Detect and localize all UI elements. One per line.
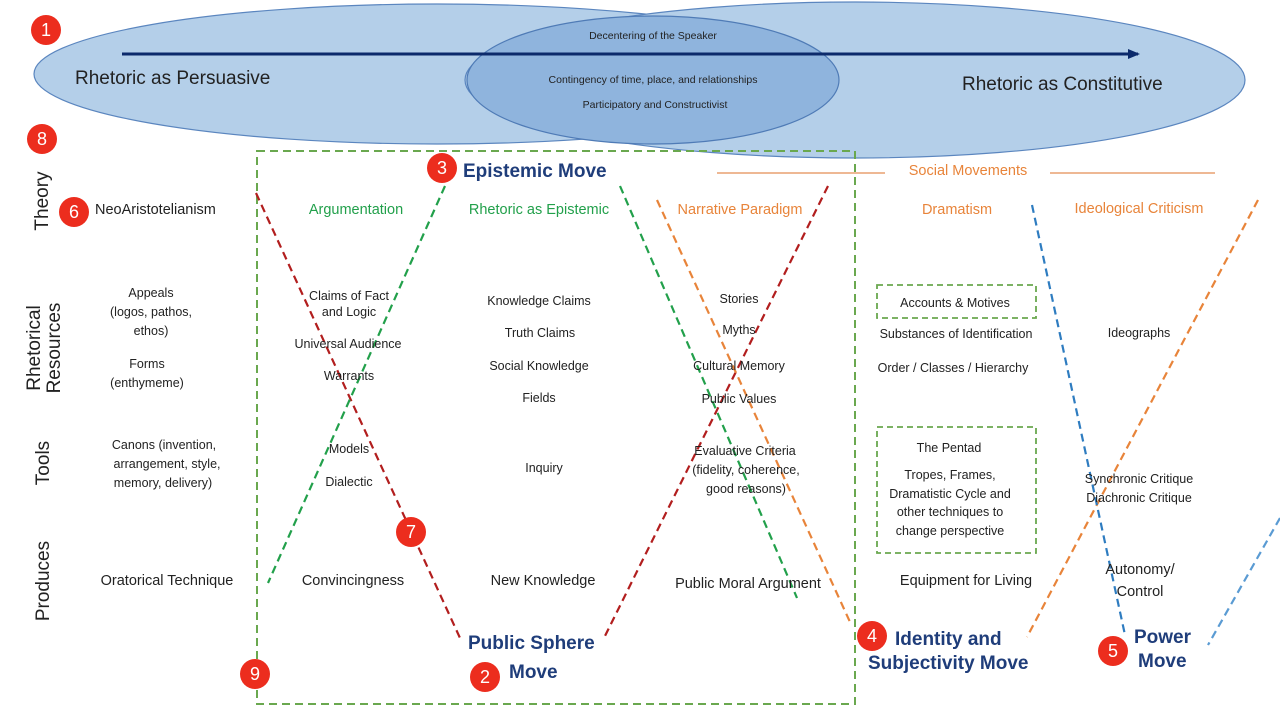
theory-rhetoric-epistemic: Rhetoric as Epistemic bbox=[468, 202, 610, 218]
tool-canons-3: memory, delivery) bbox=[113, 476, 213, 490]
public-sphere-move-line-1: Public Sphere bbox=[468, 633, 595, 654]
resource-accounts-motives: Accounts & Motives bbox=[900, 296, 1010, 310]
tool-evaluative-criteria-2: (fidelity, coherence, bbox=[692, 463, 800, 477]
tool-evaluative-criteria: Evaluative Criteria bbox=[694, 444, 796, 458]
identity-move-line-1: Identity and bbox=[895, 629, 1002, 650]
resource-forms-2: (enthymeme) bbox=[110, 376, 184, 390]
produces-new-knowledge: New Knowledge bbox=[490, 573, 596, 589]
pentad-box bbox=[876, 426, 1037, 554]
accounts-box bbox=[876, 284, 1037, 319]
produces-oratorical-technique: Oratorical Technique bbox=[100, 573, 234, 589]
green-diagonal-left bbox=[266, 185, 447, 584]
overlap-line-3: Participatory and Constructivist bbox=[582, 99, 728, 111]
resource-appeals: Appeals bbox=[128, 286, 174, 300]
badge-9: 9 bbox=[240, 659, 270, 689]
social-movements-label: Social Movements bbox=[908, 163, 1028, 179]
resource-appeals-2: (logos, pathos, bbox=[110, 305, 192, 319]
tool-pentad: The Pentad bbox=[916, 441, 982, 455]
tool-tropes: Tropes, Frames, bbox=[904, 468, 996, 482]
badge-2: 2 bbox=[470, 662, 500, 692]
tool-canons-2: arrangement, style, bbox=[113, 457, 221, 471]
resource-stories: Stories bbox=[719, 292, 759, 306]
tool-inquiry: Inquiry bbox=[525, 461, 563, 475]
tool-tropes-2: Dramatistic Cycle and bbox=[889, 487, 1011, 501]
resource-claims-fact: Claims of Fact bbox=[309, 289, 389, 303]
row-label-tools: Tools bbox=[33, 440, 54, 486]
produces-autonomy: Autonomy/ bbox=[1105, 562, 1175, 578]
theory-neoaristotelianism: NeoAristotelianism bbox=[95, 202, 216, 218]
overlap-ellipse bbox=[466, 15, 840, 145]
red-diagonal-right bbox=[603, 185, 829, 639]
resource-ideographs: Ideographs bbox=[1107, 326, 1171, 340]
resource-knowledge-claims: Knowledge Claims bbox=[487, 294, 591, 308]
red-diagonal-left bbox=[255, 192, 461, 639]
theory-ideological-criticism: Ideological Criticism bbox=[1074, 201, 1204, 217]
badge-3: 3 bbox=[427, 153, 457, 183]
tool-dialectic: Dialectic bbox=[325, 475, 373, 489]
theory-argumentation: Argumentation bbox=[308, 202, 404, 218]
power-move-line-2: Move bbox=[1138, 651, 1187, 672]
tool-canons: Canons (invention, bbox=[111, 438, 217, 452]
dashed-frame bbox=[256, 150, 856, 705]
badge-5: 5 bbox=[1098, 636, 1128, 666]
resource-universal-audience: Universal Audience bbox=[294, 337, 402, 351]
resource-public-values: Public Values bbox=[701, 392, 777, 406]
resource-forms: Forms bbox=[129, 357, 165, 371]
orange-diagonal-right bbox=[1026, 199, 1259, 638]
blue-diagonal-right bbox=[1207, 517, 1280, 646]
identity-move-line-2: Subjectivity Move bbox=[868, 653, 1029, 674]
resource-truth-claims: Truth Claims bbox=[504, 326, 576, 340]
theory-narrative-paradigm: Narrative Paradigm bbox=[677, 202, 803, 218]
produces-convincingness: Convincingness bbox=[301, 573, 405, 589]
produces-public-moral-argument: Public Moral Argument bbox=[675, 576, 821, 592]
tool-models: Models bbox=[328, 442, 370, 456]
resource-fields: Fields bbox=[522, 391, 556, 405]
resource-cultural-memory: Cultural Memory bbox=[693, 359, 785, 373]
tool-diachronic-critique: Diachronic Critique bbox=[1086, 491, 1192, 505]
blue-diagonal-left bbox=[1030, 204, 1127, 636]
resource-social-knowledge: Social Knowledge bbox=[489, 359, 589, 373]
resource-substances-identification: Substances of Identification bbox=[879, 327, 1033, 341]
power-move-line-1: Power bbox=[1134, 627, 1192, 648]
theory-dramatism: Dramatism bbox=[921, 202, 993, 218]
tool-tropes-4: change perspective bbox=[895, 524, 1005, 538]
badge-7: 7 bbox=[396, 517, 426, 547]
orange-diagonal-left bbox=[655, 199, 852, 623]
public-sphere-move-line-2: Move bbox=[509, 662, 558, 683]
badge-4: 4 bbox=[857, 621, 887, 651]
overlap-line-1: Decentering of the Speaker bbox=[589, 30, 717, 42]
badge-8: 8 bbox=[27, 124, 57, 154]
resource-myths: Myths bbox=[722, 323, 756, 337]
row-label-resources: Rhetorical Resources bbox=[24, 302, 65, 394]
produces-equipment-for-living: Equipment for Living bbox=[899, 573, 1033, 589]
constitutive-label: Rhetoric as Constitutive bbox=[962, 74, 1163, 95]
tool-synchronic-critique: Synchronic Critique bbox=[1084, 472, 1194, 486]
resource-warrants: Warrants bbox=[323, 369, 375, 383]
produces-control: Control bbox=[1116, 584, 1164, 600]
tool-tropes-3: other techniques to bbox=[896, 505, 1004, 519]
persuasive-label: Rhetoric as Persuasive bbox=[75, 68, 271, 89]
resource-claims-fact-2: and Logic bbox=[321, 305, 377, 319]
epistemic-move-label: Epistemic Move bbox=[463, 161, 607, 182]
resource-order-classes-hierarchy: Order / Classes / Hierarchy bbox=[877, 361, 1029, 375]
green-diagonal-right bbox=[618, 185, 799, 599]
row-label-produces: Produces bbox=[33, 540, 54, 622]
tool-evaluative-criteria-3: good reasons) bbox=[706, 482, 786, 496]
badge-6: 6 bbox=[59, 197, 89, 227]
badge-1: 1 bbox=[31, 15, 61, 45]
resource-appeals-3: ethos) bbox=[133, 324, 169, 338]
row-label-theory: Theory bbox=[32, 171, 53, 231]
overlap-line-2: Contingency of time, place, and relation… bbox=[548, 74, 758, 86]
